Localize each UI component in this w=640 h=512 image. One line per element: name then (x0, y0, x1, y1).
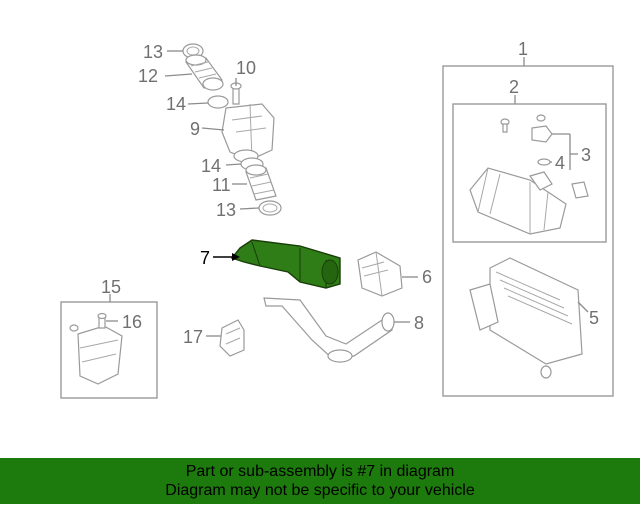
group-box-2 (452, 103, 607, 243)
part-12-hose (184, 54, 224, 91)
part-6-intake-fitting (357, 251, 403, 297)
group-box-1 (442, 65, 614, 397)
part-14-upper-clamp (207, 95, 229, 109)
banner-line-part-info: Part or sub-assembly is #7 in diagram (185, 463, 455, 480)
part-17-bracket (219, 319, 245, 357)
info-banner: Part or sub-assembly is #7 in diagram Di… (0, 458, 640, 504)
callout-14-upper: 14 (166, 94, 186, 114)
part-2-air-cleaner-cover (469, 167, 567, 235)
part-5-air-cleaner-case (469, 257, 583, 379)
part-2-sensor-small (571, 181, 589, 199)
part-15-canister (77, 325, 123, 385)
callout-15: 15 (101, 277, 121, 297)
callout-5: 5 (589, 308, 599, 328)
callout-13-upper: 13 (143, 42, 163, 62)
callout-6: 6 (422, 267, 432, 287)
callout-4: 4 (555, 153, 565, 173)
banner-line-disclaimer: Diagram may not be specific to your vehi… (165, 482, 475, 499)
callout-10: 10 (236, 58, 256, 78)
part-9-resonator (221, 103, 275, 163)
callout-14-lower: 14 (201, 156, 221, 176)
callout-1: 1 (518, 39, 528, 59)
part-10-bolt (230, 82, 242, 105)
callout-16: 16 (122, 312, 142, 332)
part-4-oring (537, 158, 551, 166)
part-2-cover-screw-left (500, 118, 510, 133)
part-15-nut (69, 324, 79, 332)
callout-17: 17 (183, 327, 203, 347)
callout-12: 12 (138, 66, 158, 86)
callout-7: 7 (200, 248, 210, 268)
callout-11: 11 (212, 175, 231, 195)
part-3-sensor (531, 114, 553, 143)
callout-2: 2 (509, 77, 519, 97)
part-11-hose (245, 164, 277, 201)
callout-13-lower: 13 (216, 200, 236, 220)
part-13-lower-clamp (258, 200, 282, 216)
group-box-15 (60, 301, 158, 399)
part-16-bolt (97, 312, 107, 329)
callout-8: 8 (414, 313, 424, 333)
callout-9: 9 (190, 119, 200, 139)
part-8-intake-hose (263, 297, 395, 363)
callout-3: 3 (581, 145, 591, 165)
part-7-air-inlet-duct[interactable] (230, 239, 341, 289)
